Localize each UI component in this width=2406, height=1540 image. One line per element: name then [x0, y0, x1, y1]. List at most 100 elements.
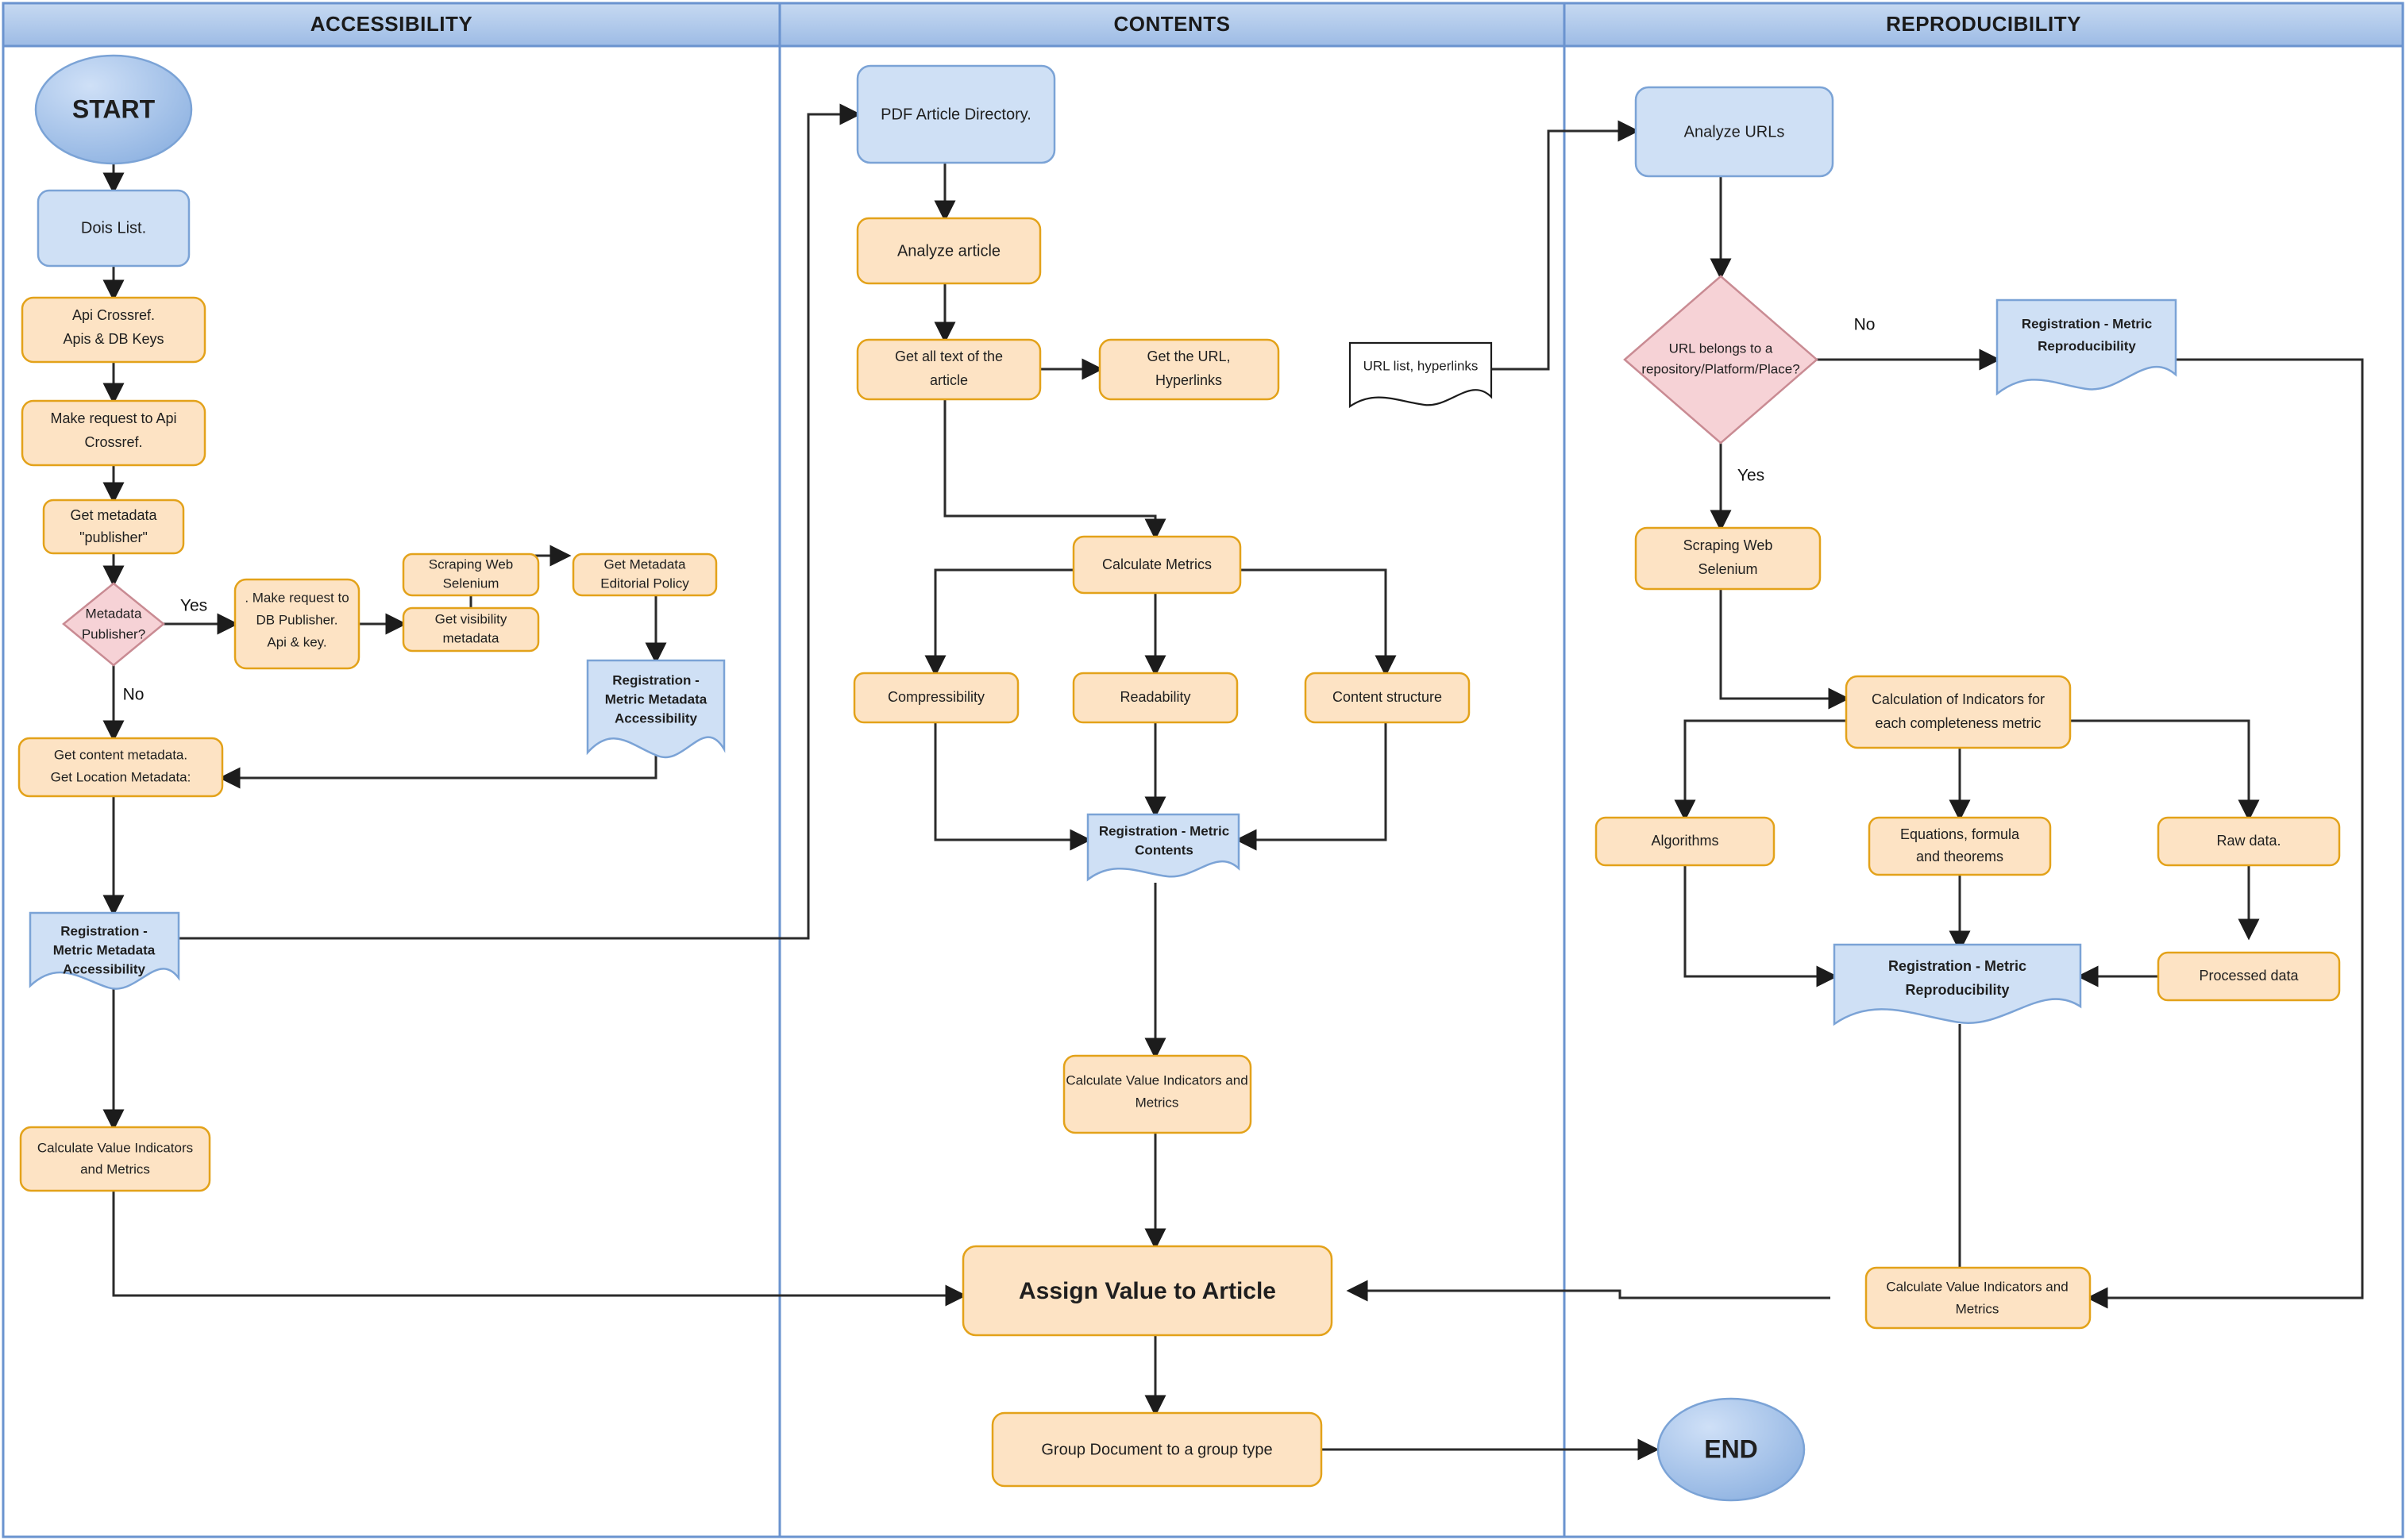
- node-metadata-publisher-decision-line1: Metadata: [86, 606, 142, 621]
- node-calc-value-left-line1: Calculate Value Indicators: [37, 1140, 193, 1155]
- node-end-label: END: [1704, 1434, 1758, 1463]
- node-processed-data-label: Processed data: [2199, 968, 2299, 984]
- node-reg-metadata-acc-a-line1: Registration -: [612, 672, 700, 687]
- node-registration-metric-reproducibility-top[interactable]: Registration - Metric Reproducibility: [1995, 298, 2177, 396]
- node-start[interactable]: START: [34, 54, 193, 165]
- node-api-crossref-line2: Apis & DB Keys: [63, 331, 164, 347]
- node-equations-formula-theorems[interactable]: Equations, formula and theorems: [1868, 816, 2052, 876]
- node-group-document[interactable]: Group Document to a group type: [991, 1411, 1323, 1488]
- edges-accessibility: [102, 103, 967, 1307]
- node-url-list-hyperlinks-label: URL list, hyperlinks: [1363, 358, 1479, 373]
- node-assign-value-to-article[interactable]: Assign Value to Article: [962, 1245, 1333, 1337]
- node-algorithms-label: Algorithms: [1651, 833, 1718, 849]
- node-scraping-web-selenium-right-line2: Selenium: [1698, 561, 1757, 577]
- node-pdf-article-directory[interactable]: PDF Article Directory.: [856, 64, 1056, 164]
- node-raw-data-label: Raw data.: [2216, 833, 2281, 849]
- node-analyze-urls-label: Analyze URLs: [1684, 123, 1785, 141]
- node-get-metadata-editorial-policy[interactable]: Get Metadata Editorial Policy: [572, 552, 718, 597]
- node-calc-value-left-line2: and Metrics: [80, 1161, 150, 1176]
- node-start-label: START: [72, 94, 156, 123]
- node-get-url-hyperlinks-line2: Hyperlinks: [1155, 372, 1222, 388]
- node-registration-metric-contents[interactable]: Registration - Metric Contents: [1086, 813, 1240, 882]
- node-get-content-metadata[interactable]: Get content metadata. Get Location Metad…: [17, 737, 224, 798]
- node-make-request-db-line2: DB Publisher.: [256, 612, 338, 627]
- node-metadata-publisher-decision-line2: Publisher?: [82, 626, 145, 641]
- node-reg-metadata-acc-b-line3: Accessibility: [63, 961, 145, 976]
- edge-label-metadata-publisher-yes: Yes: [180, 597, 207, 615]
- lane-reproducibility: REPRODUCIBILITY: [1563, 2, 2404, 1538]
- node-scraping-web-selenium-left-line1: Scraping Web: [429, 556, 513, 572]
- node-equations-line2: and theorems: [1916, 849, 2003, 864]
- node-reg-metadata-acc-b-line1: Registration -: [60, 923, 148, 938]
- node-compressibility-label: Compressibility: [888, 689, 985, 705]
- node-group-document-label: Group Document to a group type: [1041, 1441, 1272, 1458]
- edges-reproducibility: [1346, 176, 2364, 1309]
- edge-label-url-repository-yes: Yes: [1737, 467, 1764, 485]
- lane-title-reproducibility: REPRODUCIBILITY: [1886, 12, 2081, 36]
- node-api-crossref-keys[interactable]: Api Crossref. Apis & DB Keys: [21, 296, 206, 364]
- node-content-structure[interactable]: Content structure: [1304, 672, 1471, 724]
- node-equations-line1: Equations, formula: [1900, 826, 2020, 842]
- node-registration-metric-metadata-accessibility-b[interactable]: Registration - Metric Metadata Accessibi…: [29, 911, 180, 990]
- node-calculate-metrics-label: Calculate Metrics: [1102, 556, 1212, 572]
- node-scraping-web-selenium-left-line2: Selenium: [443, 576, 499, 591]
- node-analyze-article-label: Analyze article: [897, 242, 1001, 260]
- lane-title-accessibility: ACCESSIBILITY: [310, 12, 472, 36]
- node-raw-data[interactable]: Raw data.: [2157, 816, 2341, 867]
- node-readability[interactable]: Readability: [1072, 672, 1239, 724]
- lane-title-contents: CONTENTS: [1114, 12, 1231, 36]
- node-analyze-urls[interactable]: Analyze URLs: [1634, 86, 1834, 178]
- node-compressibility[interactable]: Compressibility: [853, 672, 1020, 724]
- node-scraping-web-selenium-left[interactable]: Scraping Web Selenium: [402, 552, 540, 597]
- node-scraping-web-selenium-right[interactable]: Scraping Web Selenium: [1634, 526, 1822, 591]
- edge-label-url-repository-no: No: [1854, 316, 1876, 334]
- node-get-visibility-metadata-line2: metadata: [443, 630, 499, 645]
- node-reg-repro-top-line2: Reproducibility: [2038, 338, 2136, 353]
- node-get-content-metadata-line1: Get content metadata.: [54, 747, 187, 762]
- node-assign-value-to-article-label: Assign Value to Article: [1019, 1278, 1276, 1304]
- node-get-metadata-publisher-line1: Get metadata: [70, 507, 157, 523]
- node-calc-value-mid-line1: Calculate Value Indicators and: [1066, 1072, 1247, 1088]
- node-registration-metric-metadata-accessibility-a[interactable]: Registration - Metric Metadata Accessibi…: [586, 659, 726, 759]
- node-reg-repro-bottom-line2: Reproducibility: [1905, 982, 2009, 998]
- node-url-list-hyperlinks[interactable]: URL list, hyperlinks: [1348, 341, 1493, 409]
- node-get-metadata-publisher[interactable]: Get metadata "publisher": [42, 499, 185, 555]
- node-dois-list[interactable]: Dois List.: [37, 189, 191, 268]
- node-dois-list-label: Dois List.: [81, 219, 146, 237]
- node-calculate-metrics[interactable]: Calculate Metrics: [1072, 535, 1242, 595]
- node-metadata-publisher-decision[interactable]: Metadata Publisher?: [62, 582, 165, 667]
- node-calculation-of-indicators[interactable]: Calculation of Indicators for each compl…: [1845, 675, 2072, 749]
- node-reg-metric-contents-line2: Contents: [1135, 842, 1193, 857]
- node-readability-label: Readability: [1120, 689, 1190, 705]
- node-reg-metric-contents-line1: Registration - Metric: [1099, 823, 1229, 838]
- node-reg-repro-top-line1: Registration - Metric: [2022, 316, 2152, 331]
- node-calculate-value-indicators-right[interactable]: Calculate Value Indicators and Metrics: [1864, 1266, 2092, 1330]
- edges-contents: [924, 120, 1660, 1461]
- node-get-all-text-line1: Get all text of the: [895, 348, 1003, 364]
- node-reg-metadata-acc-a-line2: Metric Metadata: [605, 691, 708, 706]
- node-registration-metric-reproducibility-bottom[interactable]: Registration - Metric Reproducibility: [1833, 943, 2082, 1026]
- node-reg-metadata-acc-a-line3: Accessibility: [615, 710, 697, 726]
- node-get-all-text-line2: article: [930, 372, 968, 388]
- node-calculate-value-indicators-left[interactable]: Calculate Value Indicators and Metrics: [19, 1126, 211, 1192]
- node-processed-data[interactable]: Processed data: [2157, 951, 2341, 1002]
- node-analyze-article[interactable]: Analyze article: [856, 217, 1042, 285]
- node-url-belongs-decision[interactable]: URL belongs to a repository/Platform/Pla…: [1623, 275, 1818, 445]
- node-get-content-metadata-line2: Get Location Metadata:: [51, 769, 191, 784]
- node-end[interactable]: END: [1656, 1397, 1806, 1502]
- node-make-request-db-line3: Api & key.: [267, 634, 326, 649]
- node-algorithms[interactable]: Algorithms: [1594, 816, 1776, 867]
- lane-accessibility: ACCESSIBILITY: [2, 2, 781, 1538]
- node-calc-indicators-line1: Calculation of Indicators for: [1872, 691, 2045, 707]
- node-make-request-crossref[interactable]: Make request to Api Crossref.: [21, 399, 206, 467]
- node-get-url-hyperlinks[interactable]: Get the URL, Hyperlinks: [1098, 338, 1280, 401]
- node-get-all-text-of-article[interactable]: Get all text of the article: [856, 338, 1042, 401]
- node-make-request-db-publisher[interactable]: . Make request to DB Publisher. Api & ke…: [233, 578, 361, 670]
- node-make-request-db-line1: . Make request to: [245, 590, 349, 605]
- node-calculate-value-indicators-mid[interactable]: Calculate Value Indicators and Metrics: [1062, 1054, 1252, 1134]
- edge-label-metadata-publisher-no: No: [123, 686, 145, 704]
- node-get-visibility-metadata-line1: Get visibility: [435, 611, 507, 626]
- node-get-visibility-metadata[interactable]: Get visibility metadata: [402, 606, 540, 653]
- node-reg-metadata-acc-b-line2: Metric Metadata: [53, 942, 156, 957]
